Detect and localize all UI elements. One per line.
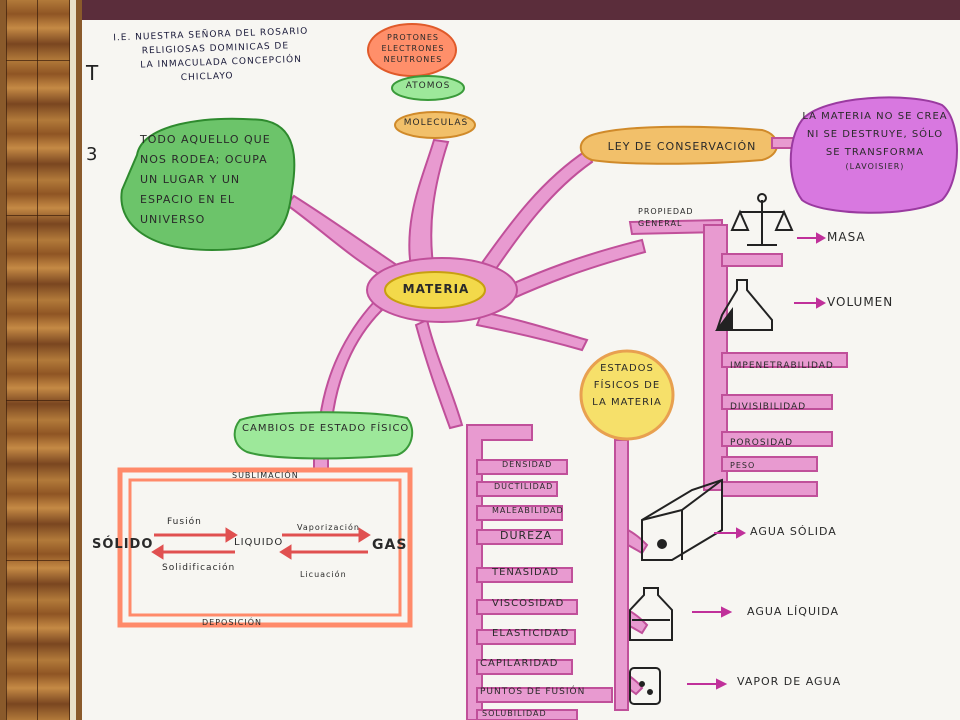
definition-text: TODO AQUELLO QUE NOS RODEA; OCUPA UN LUG… <box>140 133 271 226</box>
frame-line <box>6 215 70 216</box>
law-statement-text: LA MATERIA NO SE CREA NI SE DESTRUYE, SÓ… <box>802 111 948 158</box>
wood-texture <box>6 0 70 720</box>
top-bar <box>82 0 960 20</box>
states-item: VAPOR DE AGUA <box>737 675 842 688</box>
bottle-icon <box>629 587 673 641</box>
mind-map-branches: T 3 <box>85 23 958 720</box>
liquid-label: LIQUIDO <box>234 537 284 548</box>
general-property-item: POROSIDAD <box>730 438 794 448</box>
atoms-oval <box>391 75 465 101</box>
state-cycle-box <box>117 467 413 628</box>
frame-line <box>6 60 70 61</box>
specific-property-item: TENASIDAD <box>492 567 560 578</box>
specific-property-item: DENSIDAD <box>502 460 553 469</box>
general-property-item: VOLUMEN <box>827 295 894 309</box>
states-oval <box>579 349 675 441</box>
general-property-item: MASA <box>827 230 866 244</box>
center-label: MATERIA <box>402 282 470 296</box>
gas-label: GAS <box>372 537 408 553</box>
solidification-label: Solidificación <box>162 563 236 573</box>
specific-property-item: CAPILARIDAD <box>480 658 559 669</box>
ice-block-icon <box>641 478 723 561</box>
law-author: (LAVOISIER) <box>845 162 905 171</box>
general-property-item: PESO <box>730 461 756 470</box>
solid-label: SÓLIDO <box>92 537 154 552</box>
molecules-oval <box>394 111 476 139</box>
side-divider <box>70 0 76 720</box>
flask-icon <box>715 279 773 331</box>
fusion-label: Fusión <box>167 517 202 527</box>
specific-property-item: ELASTICIDAD <box>492 628 570 639</box>
general-property-title: PROPIEDAD GENERAL <box>638 207 694 228</box>
svg-text:T: T <box>85 61 99 85</box>
particles-label: PROTONES ELECTRONES NEUTRONES <box>381 33 445 64</box>
states-item: AGUA LÍQUIDA <box>747 605 840 618</box>
vaporization-label: Vaporización <box>297 523 360 532</box>
mind-map-paper: T 3 I.E. NUESTRA SEÑORA DEL ROSARIO RELI… <box>82 20 960 720</box>
specific-property-item: SOLUBILIDAD <box>482 709 547 718</box>
frame-line <box>6 560 70 561</box>
molecules-label: MOLECULAS <box>403 118 469 128</box>
svg-text:3: 3 <box>86 144 97 165</box>
general-property-item: IMPENETRABILIDAD <box>730 361 834 371</box>
specific-property-item: PUNTOS DE FUSIÓN <box>480 687 586 697</box>
states-title: ESTADOS FÍSICOS DE LA MATERIA <box>592 363 662 408</box>
specific-property-item: DUCTILIDAD <box>494 482 554 491</box>
jar-icon <box>629 667 661 705</box>
changes-title-blob <box>233 411 414 460</box>
frame-line <box>69 0 70 720</box>
wood-side-panel <box>0 0 82 720</box>
specific-property-item: DUREZA <box>500 529 553 542</box>
school-header: I.E. NUESTRA SEÑORA DEL ROSARIO RELIGIOS… <box>113 25 310 88</box>
atoms-label: ATOMOS <box>405 81 451 91</box>
law-title: LEY DE CONSERVACIÓN <box>607 140 757 153</box>
frame-line <box>6 400 70 401</box>
changes-title: CAMBIOS DE ESTADO FÍSICO <box>242 423 410 434</box>
sublimation-label: SUBLIMACIÓN <box>232 471 299 480</box>
frame-line <box>6 0 7 720</box>
specific-property-item: VISCOSIDAD <box>492 598 565 609</box>
law-statement: LA MATERIA NO SE CREA NI SE DESTRUYE, SÓ… <box>800 108 950 171</box>
general-property-item: DIVISIBILIDAD <box>730 402 807 412</box>
frame-line <box>37 0 38 720</box>
liquefaction-label: Licuación <box>300 570 347 579</box>
law-statement-blob <box>789 96 958 214</box>
scale-icon <box>730 193 794 246</box>
specific-property-item: MALEABILIDAD <box>492 506 564 515</box>
definition-blob <box>120 117 296 252</box>
center-oval <box>384 271 486 309</box>
particles-oval <box>367 23 457 77</box>
states-item: AGUA SÓLIDA <box>750 525 837 538</box>
deposition-label: DEPOSICIÓN <box>202 618 262 627</box>
law-pill <box>579 125 778 165</box>
